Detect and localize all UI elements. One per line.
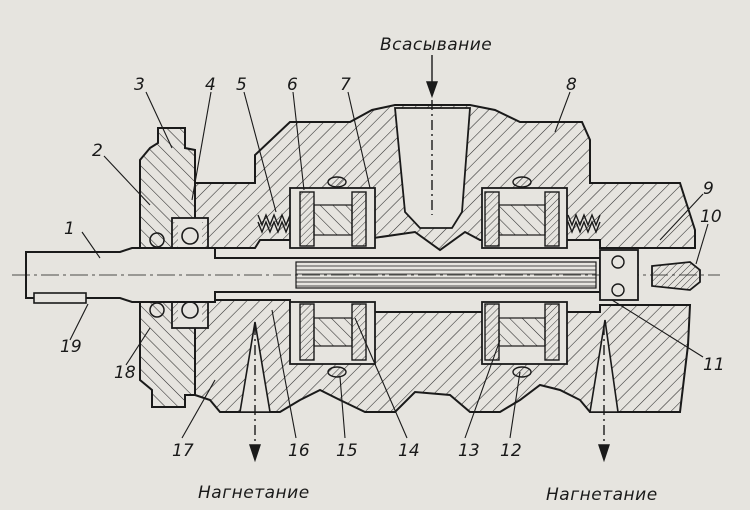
discharge-arrow-left <box>249 325 261 463</box>
suction-arrow <box>426 55 438 215</box>
suction-caption: Всасывание <box>380 35 492 55</box>
callout-13: 13 <box>458 441 480 461</box>
callout-9: 9 <box>703 179 714 199</box>
drive-shaft <box>12 247 720 304</box>
callout-12: 12 <box>500 441 522 461</box>
callout-2: 2 <box>92 141 103 161</box>
grease-fitting <box>651 261 701 291</box>
left-gear-assembly <box>289 176 376 378</box>
callout-4: 4 <box>205 75 216 95</box>
discharge-caption-left: Нагнетание <box>198 483 310 503</box>
callout-18: 18 <box>114 363 136 383</box>
callout-17: 17 <box>172 441 194 461</box>
callout-14: 14 <box>398 441 420 461</box>
callout-1: 1 <box>64 219 75 239</box>
callout-6: 6 <box>287 75 298 95</box>
discharge-caption-right: Нагнетание <box>546 485 658 505</box>
callout-8: 8 <box>566 75 577 95</box>
callout-15: 15 <box>336 441 358 461</box>
callout-7: 7 <box>340 75 351 95</box>
callout-3: 3 <box>134 75 145 95</box>
callout-5: 5 <box>236 75 247 95</box>
right-spring <box>567 213 601 234</box>
callout-19: 19 <box>60 337 82 357</box>
discharge-arrow-right <box>598 325 610 463</box>
right-end-bearing <box>599 249 639 301</box>
leader-lines <box>69 91 709 439</box>
left-spring <box>257 213 291 234</box>
callout-11: 11 <box>703 355 725 375</box>
callout-10: 10 <box>700 207 722 227</box>
callout-16: 16 <box>288 441 310 461</box>
right-gear-assembly <box>481 176 568 378</box>
